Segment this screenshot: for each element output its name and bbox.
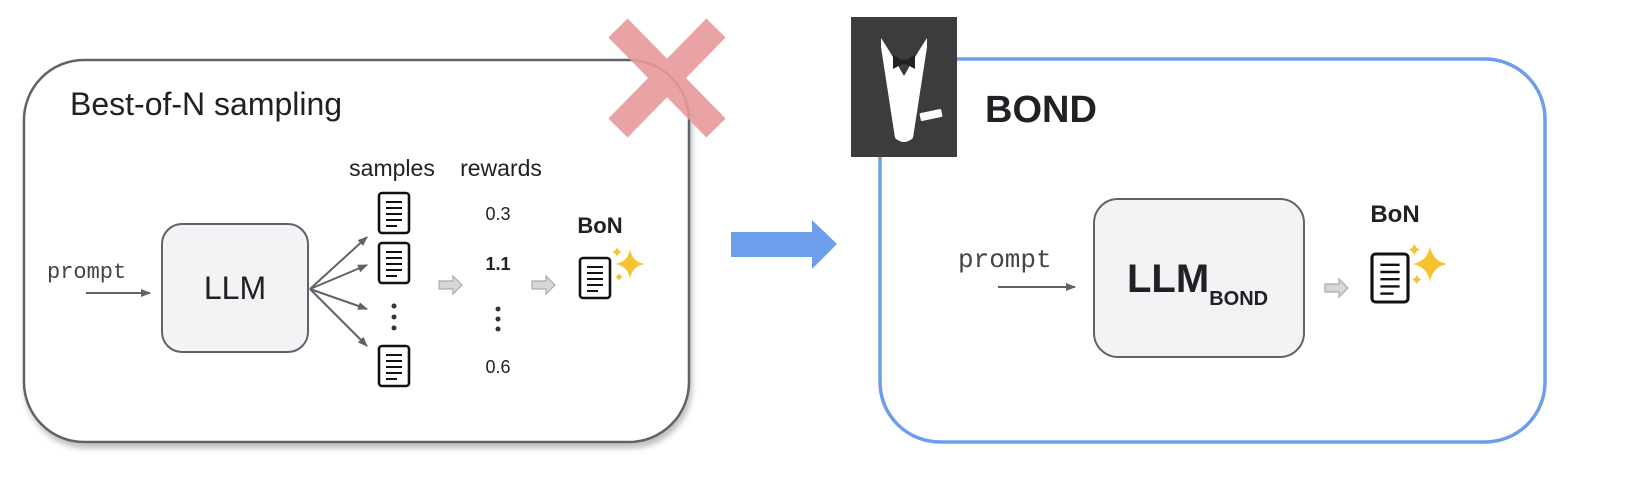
document-icon — [377, 241, 411, 285]
fan-arrow-4 — [309, 288, 368, 347]
llm-bond-main: LLM — [1127, 257, 1209, 301]
ellipsis-dot — [391, 325, 397, 331]
fan-arrow-1 — [309, 236, 368, 290]
ellipsis-dot — [495, 326, 501, 332]
fan-arrow-3 — [309, 288, 368, 310]
arrow-right-icon — [731, 220, 837, 269]
ellipsis-dot — [495, 316, 501, 322]
ellipsis-dot — [495, 306, 501, 312]
ellipsis-dot — [391, 314, 397, 320]
rewards-header: rewards — [460, 155, 542, 181]
llm-box — [161, 223, 309, 353]
reward-value: 0.6 — [485, 357, 510, 377]
best-of-n-panel: Best-of-N sampling prompt LLM samples re… — [22, 58, 691, 444]
reward-value: 0.3 — [485, 204, 510, 224]
right-prompt-label: prompt — [958, 245, 1052, 275]
fan-arrow-2 — [309, 264, 368, 290]
tuxedo-icon — [851, 17, 957, 157]
cross-icon — [608, 18, 726, 138]
bond-output-label: BoN — [1370, 201, 1419, 228]
llm-bond-box — [1093, 198, 1305, 358]
llm-bond-label: LLMBOND — [1127, 257, 1268, 310]
document-icon — [1370, 252, 1410, 304]
left-prompt-label: prompt — [47, 260, 126, 285]
bon-output-label: BoN — [577, 213, 622, 238]
reward-value-best: 1.1 — [485, 254, 510, 274]
document-icon — [377, 344, 411, 388]
samples-header: samples — [349, 155, 435, 181]
left-panel-title: Best-of-N sampling — [70, 86, 342, 122]
right-panel-title: BOND — [985, 89, 1097, 131]
llm-bond-subscript: BOND — [1209, 288, 1268, 310]
document-icon — [578, 256, 612, 300]
llm-label: LLM — [204, 270, 266, 306]
bond-panel: BOND prompt LLMBOND BoN — [851, 17, 1547, 444]
ellipsis-dot — [391, 303, 397, 309]
document-icon — [377, 191, 411, 235]
